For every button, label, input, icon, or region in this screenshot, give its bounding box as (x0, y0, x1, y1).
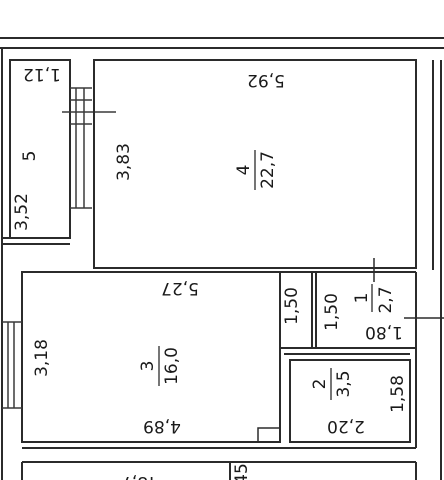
room-4-area: 22,7 (258, 151, 278, 189)
room-2-dim-side: 1,58 (388, 375, 408, 413)
bottom-partial-dim-left: 48,7 (121, 472, 159, 480)
room-5-walls (2, 59, 71, 245)
room-2-number: 2 (310, 379, 330, 390)
bottom-partial-dim-mid: 45 (232, 463, 252, 480)
room-5-dim-top: 1,12 (23, 64, 61, 84)
room-1-dim-b: 1,50 (322, 293, 342, 331)
room-2-walls (289, 359, 411, 443)
room-1-dim-c: 1,80 (365, 322, 403, 342)
room-5-window (62, 87, 116, 209)
room-1-number: 1 (352, 293, 372, 304)
outer-walls (0, 37, 444, 480)
room-3-dim-side: 3,18 (32, 339, 52, 377)
room-3-dim-bottom: 4,89 (143, 416, 181, 436)
room-3-dim-top: 5,27 (161, 278, 199, 298)
room-1-dim-a: 1,50 (282, 287, 302, 325)
room-5-dim-side: 3,52 (12, 193, 32, 231)
room-5-number: 5 (20, 151, 40, 162)
room-4-number: 4 (234, 165, 254, 176)
room-3-window (2, 321, 22, 409)
room-2-area: 3,5 (334, 370, 354, 397)
room-1-area: 2,7 (376, 286, 396, 313)
bottom-partial-walls (21, 461, 417, 480)
room-3-number: 3 (138, 361, 158, 372)
room-1-walls (279, 272, 417, 448)
room-4-dim-top: 5,92 (247, 70, 285, 90)
room-2-dim-bottom: 2,20 (327, 416, 365, 436)
room-4-dim-side: 3,83 (114, 143, 134, 181)
room-3-area: 16,0 (162, 347, 182, 385)
